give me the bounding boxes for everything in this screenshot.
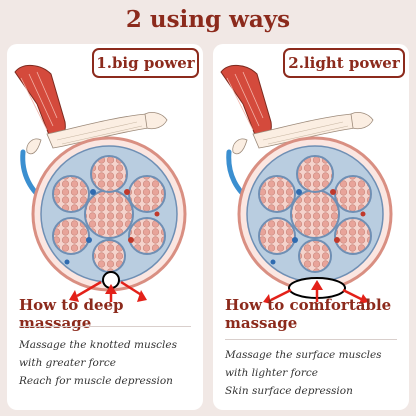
page-title: 2 using ways <box>0 6 416 33</box>
light-power-label: 2.light power <box>283 48 405 78</box>
description-line: with greater force <box>19 354 201 372</box>
big-power-label: 1.big power <box>92 48 199 78</box>
description-line: Massage the surface muscles <box>225 346 407 364</box>
description-line: with lighter force <box>225 364 407 382</box>
panel-light-power: 2.light power How to comfortable massage… <box>213 44 409 410</box>
description-line: Massage the knotted muscles <box>19 336 201 354</box>
heading-line: How to comfortable <box>225 296 405 314</box>
comfortable-massage-description: Massage the surface muscles with lighter… <box>225 346 407 400</box>
comfortable-massage-heading: How to comfortable massage <box>225 296 405 332</box>
description-line: Skin surface depression <box>225 382 407 400</box>
deep-massage-description: Massage the knotted muscles with greater… <box>19 336 201 390</box>
illustration-deep <box>7 44 203 304</box>
panel-big-power: 1.big power How to deep massage Massage … <box>7 44 203 410</box>
heading-line: massage <box>225 314 405 332</box>
divider <box>225 339 397 340</box>
divider <box>19 326 191 327</box>
muscle-cross-section-icon <box>239 138 391 298</box>
muscle-cross-section-icon <box>33 138 185 290</box>
illustration-comfortable <box>213 44 409 304</box>
description-line: Reach for muscle depression <box>19 372 201 390</box>
